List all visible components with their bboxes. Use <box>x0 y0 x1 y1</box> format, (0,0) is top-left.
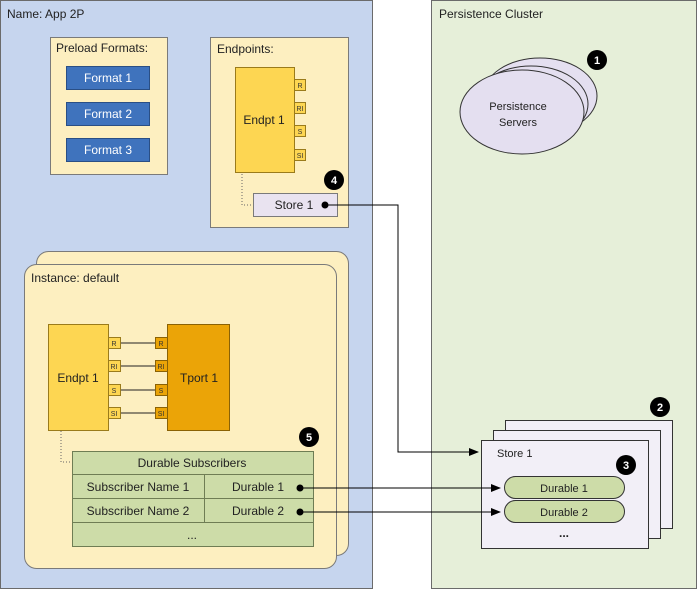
transport-port-si: SI <box>155 407 168 419</box>
subscriber-name-cell-1: Subscriber Name 1 <box>87 480 190 494</box>
cluster-durable-label-1: Durable 1 <box>540 483 588 495</box>
cluster-store-title: Store 1 <box>497 448 532 460</box>
format-box-1: Format 1 <box>66 66 150 90</box>
port-links <box>121 342 155 414</box>
durable-cell-1: Durable 1 <box>232 480 284 494</box>
transport-port-r-label: R <box>158 341 163 348</box>
callout-badge-1-label: 1 <box>594 55 600 67</box>
endpoint-port-r: R <box>294 79 306 91</box>
durable-table-header: Durable Subscribers <box>138 456 247 470</box>
app-panel-title: Name: App 2P <box>7 7 84 21</box>
endpoints-box: Endpoints: Endpt 1 R RI S SI Store 1 <box>210 37 349 228</box>
format-label-1: Format 1 <box>84 71 132 85</box>
store-connector-dot <box>321 201 329 209</box>
transport-port-s-label: S <box>159 388 164 395</box>
durable-table-more: ... <box>187 528 197 542</box>
cluster-store-stack: Store 1 Durable 1 Durable 2 ... <box>481 420 673 549</box>
instance-endpoint-port-r: R <box>108 337 121 349</box>
durable-1-connector-dot <box>296 484 304 492</box>
instance-endpoint-port-s: S <box>108 384 121 396</box>
callout-badge-4: 4 <box>324 170 344 190</box>
cluster-durable-label-2: Durable 2 <box>540 507 588 519</box>
endpoint-port-r-label: R <box>297 83 302 90</box>
instance-endpoint-label: Endpt 1 <box>57 371 99 385</box>
transport-port-ri-label: RI <box>158 364 165 371</box>
callout-badge-3-label: 3 <box>623 460 629 472</box>
persistence-servers-label-2: Servers <box>499 117 537 129</box>
preload-formats-box: Preload Formats: Format 1 Format 2 Forma… <box>50 37 168 175</box>
endpoint-port-si: SI <box>294 149 306 161</box>
format-label-3: Format 3 <box>84 143 132 157</box>
format-box-2: Format 2 <box>66 102 150 126</box>
endpoint-store-connector <box>241 174 253 206</box>
preload-formats-title: Preload Formats: <box>56 41 148 55</box>
transport-block: Tport 1 <box>167 324 230 431</box>
callout-badge-3: 3 <box>616 455 636 475</box>
subscriber-name-cell-2: Subscriber Name 2 <box>87 504 190 518</box>
cluster-durable-pill-1: Durable 1 <box>504 476 625 499</box>
instance-endpoint-port-ri: RI <box>108 360 121 372</box>
callout-badge-4-label: 4 <box>331 175 338 187</box>
callout-badge-5: 5 <box>299 427 319 447</box>
instance-box: Instance: default Endpt 1 R RI S SI <box>24 251 349 569</box>
format-label-2: Format 2 <box>84 107 132 121</box>
instance-endpoint-block: Endpt 1 <box>48 324 109 431</box>
transport-port-r: R <box>155 337 168 349</box>
transport-port-si-label: SI <box>158 411 165 418</box>
durable-subscribers-table: Durable Subscribers Subscriber Name 1 Du… <box>72 451 314 547</box>
endpoint-port-si-label: SI <box>297 153 304 160</box>
endpoint-port-s-label: S <box>298 129 303 136</box>
endpoints-title: Endpoints: <box>217 42 274 56</box>
endpoint-label: Endpt 1 <box>243 113 285 127</box>
endpoint-table-connector <box>60 431 72 463</box>
store-box: Store 1 <box>253 193 338 217</box>
persistence-servers: Persistence Servers <box>459 57 598 155</box>
durable-2-connector-dot <box>296 508 304 516</box>
endpoint-port-ri-label: RI <box>297 106 304 113</box>
callout-badge-2: 2 <box>650 397 670 417</box>
persistence-cluster-title: Persistence Cluster <box>439 7 543 21</box>
callout-badge-1: 1 <box>587 50 607 70</box>
instance-title: Instance: default <box>31 271 120 285</box>
durable-cell-2: Durable 2 <box>232 504 284 518</box>
callout-badge-5-label: 5 <box>306 432 312 444</box>
store-label: Store 1 <box>275 198 314 212</box>
endpoint-port-s: S <box>294 125 306 137</box>
transport-label: Tport 1 <box>180 371 218 385</box>
transport-port-s: S <box>155 384 168 396</box>
transport-port-ri: RI <box>155 360 168 372</box>
callout-badge-2-label: 2 <box>657 402 663 414</box>
endpoint-block: Endpt 1 <box>235 67 295 173</box>
instance-endpoint-port-s-label: S <box>112 388 117 395</box>
instance-endpoint-port-ri-label: RI <box>111 364 118 371</box>
instance-endpoint-port-si-label: SI <box>111 411 118 418</box>
instance-endpoint-port-r-label: R <box>111 341 116 348</box>
persistence-servers-label-1: Persistence <box>489 101 546 113</box>
store-to-cluster-arrow <box>325 204 479 456</box>
cluster-store-more: ... <box>559 526 569 540</box>
connectors <box>296 201 501 516</box>
cluster-durable-pill-2: Durable 2 <box>504 500 625 523</box>
format-box-3: Format 3 <box>66 138 150 162</box>
instance-endpoint-port-si: SI <box>108 407 121 419</box>
endpoint-port-ri: RI <box>294 102 306 114</box>
